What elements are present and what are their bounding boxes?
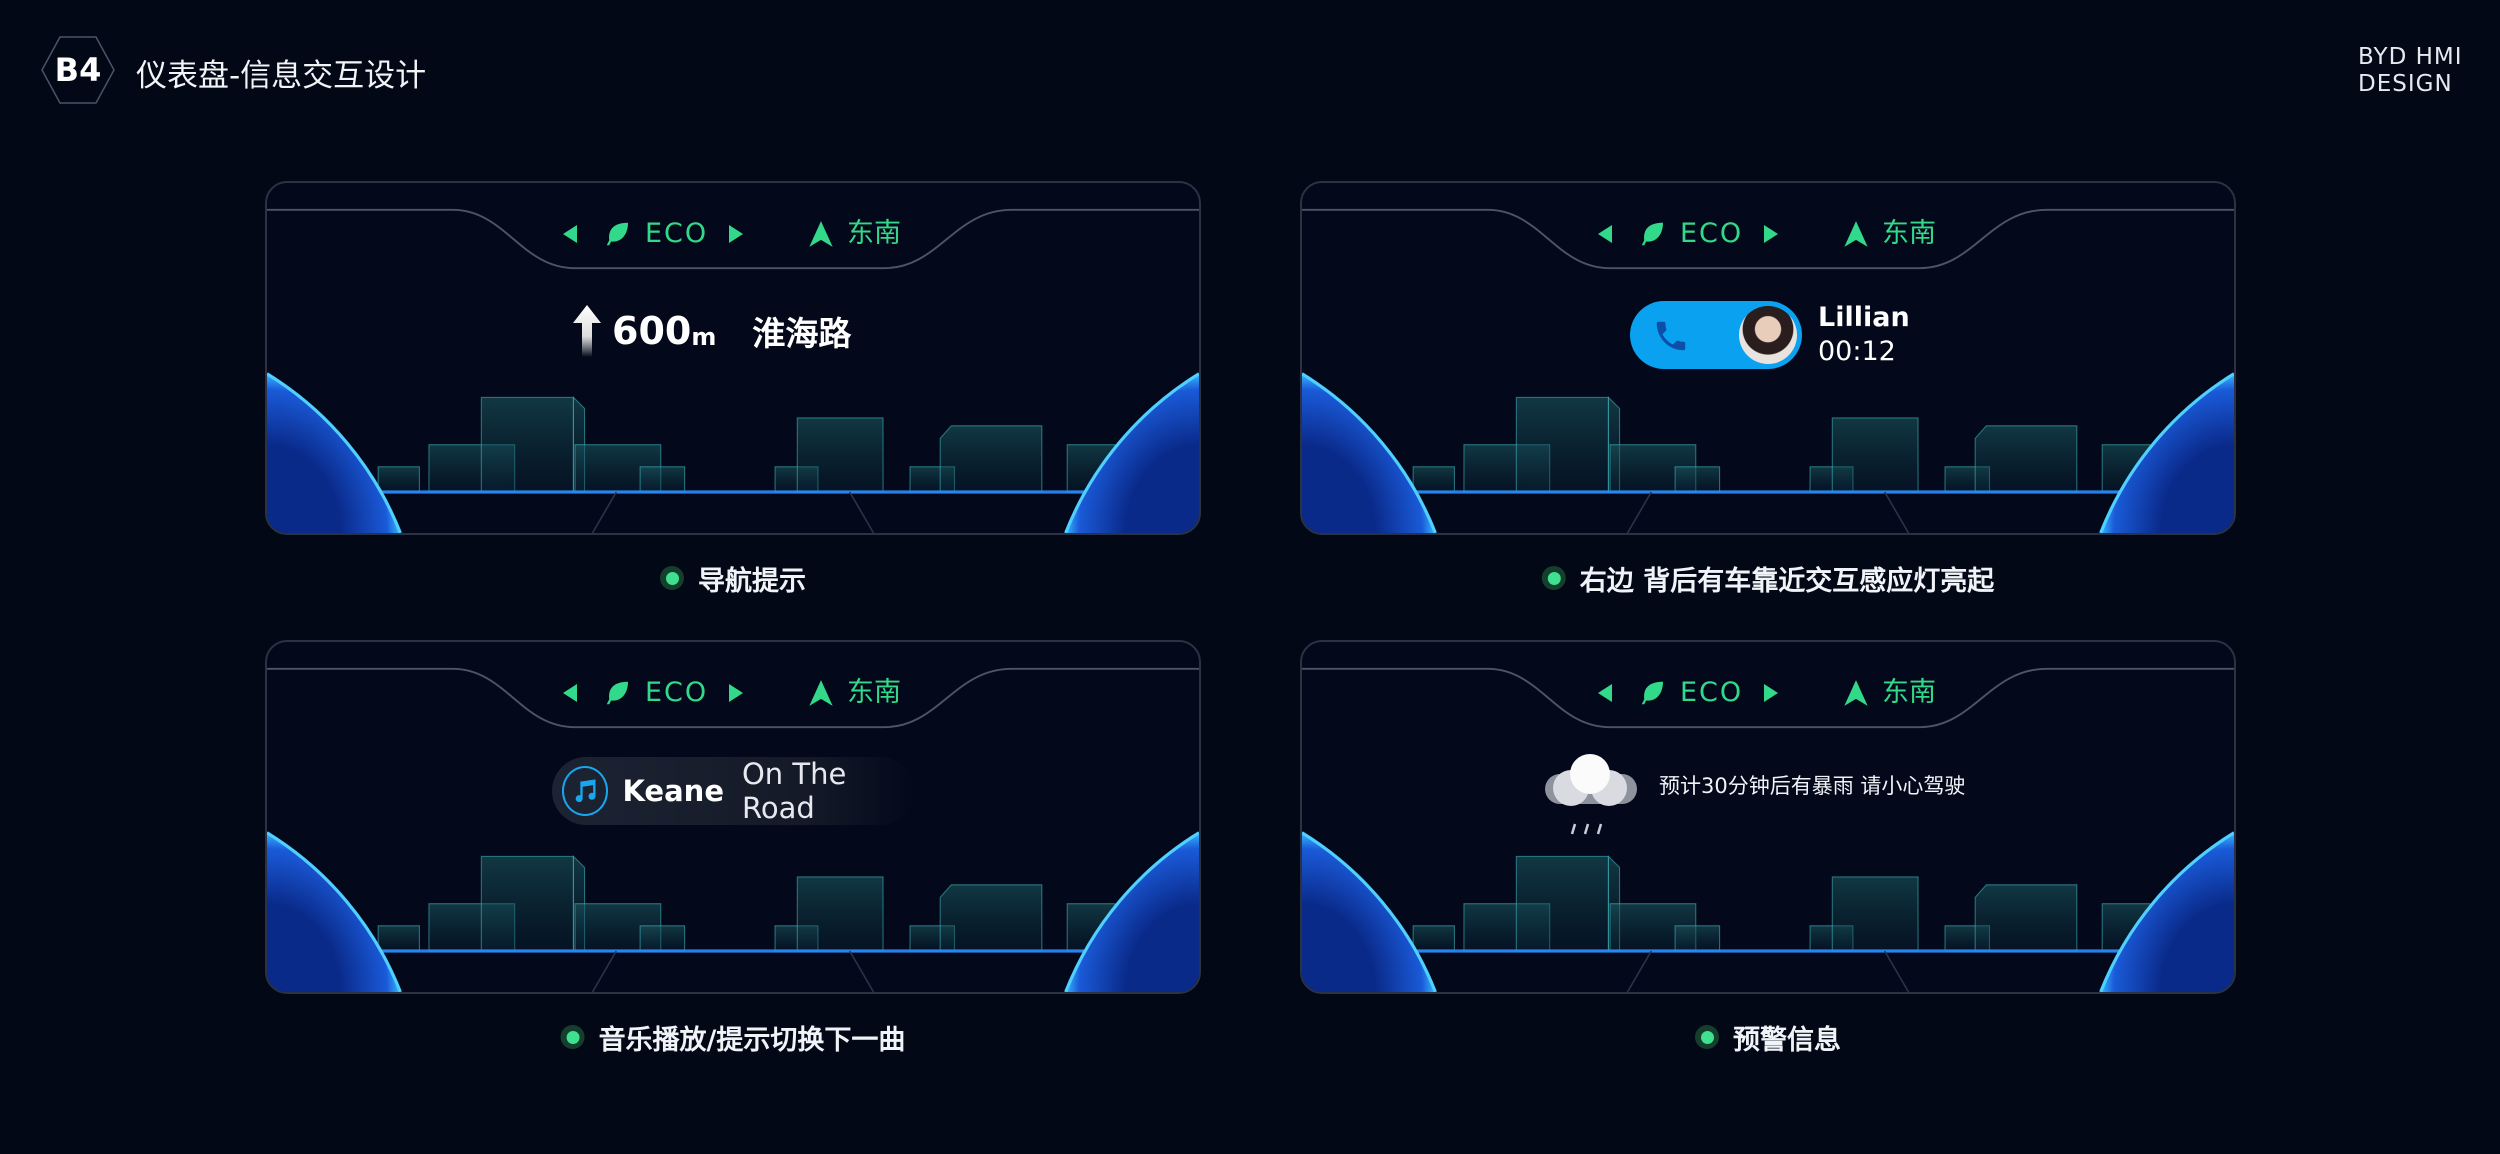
cluster-scene xyxy=(267,208,1199,533)
triangle-left-icon[interactable] xyxy=(563,225,577,243)
left-dial xyxy=(1302,832,1436,992)
drive-mode: ECO xyxy=(1680,218,1744,249)
call-pill[interactable] xyxy=(1630,301,1802,369)
bullet-dot xyxy=(1541,566,1566,590)
badge-label: B4 xyxy=(54,51,102,89)
triangle-right-icon[interactable] xyxy=(729,684,743,702)
drive-mode: ECO xyxy=(645,677,709,708)
caption-text: 右边 背后有车靠近交互感应灯亮起 xyxy=(1579,565,1995,597)
nav-distance: 600 xyxy=(612,309,692,353)
nav-unit: m xyxy=(691,323,717,351)
city-buildings xyxy=(377,396,1116,493)
status-header: ECO 东南 xyxy=(1302,217,2234,251)
status-header: ECO 东南 xyxy=(1302,676,2234,710)
caller-avatar xyxy=(1739,306,1797,364)
call-duration: 00:12 xyxy=(1818,336,1896,367)
music-artist: Keane xyxy=(622,774,724,808)
hexagon-icon xyxy=(41,36,115,104)
leaf-icon xyxy=(606,222,628,246)
music-song: On The Road xyxy=(741,757,847,825)
bullet-dot xyxy=(560,1025,585,1049)
cluster-panel-music: ECO 东南 Keane On The Road xyxy=(265,640,1201,994)
caption-text: 音乐播放/提示切换下一曲 xyxy=(598,1024,906,1056)
music-note-icon xyxy=(562,766,609,816)
rain-cloud-icon xyxy=(1545,754,1637,835)
navigation-arrow-icon xyxy=(809,680,833,706)
music-pill[interactable]: Keane On The Road xyxy=(552,757,914,825)
cluster-panel-alert: ECO 东南 预计30分钟后有暴雨 请小心驾驶 xyxy=(1300,640,2236,994)
compass-direction: 东南 xyxy=(847,218,901,249)
section-badge: B4 xyxy=(40,35,116,105)
bullet-dot xyxy=(660,566,684,590)
compass-direction: 东南 xyxy=(847,677,901,708)
drive-mode: ECO xyxy=(1680,677,1744,708)
triangle-right-icon[interactable] xyxy=(1764,225,1778,243)
cluster-scene xyxy=(1302,208,2234,533)
phone-icon xyxy=(1656,321,1686,351)
bullet-dot xyxy=(1695,1025,1719,1049)
triangle-left-icon[interactable] xyxy=(1598,684,1612,702)
status-header: ECO 东南 xyxy=(267,676,1199,710)
leaf-icon xyxy=(1641,222,1663,246)
city-buildings xyxy=(1412,396,2151,493)
triangle-right-icon[interactable] xyxy=(1764,684,1778,702)
triangle-right-icon[interactable] xyxy=(729,225,743,243)
nav-road: 淮海路 xyxy=(752,314,852,353)
brand-logo: BYD HMI DESIGN xyxy=(2358,44,2463,98)
triangle-left-icon[interactable] xyxy=(1598,225,1612,243)
triangle-left-icon[interactable] xyxy=(563,684,577,702)
drive-mode: ECO xyxy=(645,218,709,249)
city-buildings xyxy=(1412,855,2151,952)
city-buildings xyxy=(377,855,1116,952)
caption-navigation: 导航提示 xyxy=(660,558,806,598)
caption-text: 导航提示 xyxy=(698,565,806,597)
left-dial xyxy=(1302,373,1436,533)
left-dial xyxy=(267,832,401,992)
cluster-scene xyxy=(1302,667,2234,992)
compass-direction: 东南 xyxy=(1882,677,1936,708)
caption-alert: 预警信息 xyxy=(1695,1017,1841,1057)
brand-line2: DESIGN xyxy=(2358,71,2453,97)
arrow-up-icon xyxy=(573,305,601,357)
left-dial xyxy=(267,373,401,533)
caption-call: 右边 背后有车靠近交互感应灯亮起 xyxy=(1541,558,1995,598)
alert-text: 预计30分钟后有暴雨 请小心驾驶 xyxy=(1659,774,1966,798)
navigation-arrow-icon xyxy=(1844,221,1868,247)
navigation-arrow-icon xyxy=(1844,680,1868,706)
caption-music: 音乐播放/提示切换下一曲 xyxy=(560,1017,906,1057)
navigation-prompt: 600 m 淮海路 xyxy=(572,301,851,361)
brand-line1: BYD HMI xyxy=(2358,44,2463,70)
leaf-icon xyxy=(606,681,628,705)
cluster-panel-navigation: ECO 东南 600 m 淮海路 xyxy=(265,181,1201,535)
caller-name: Lillian xyxy=(1818,302,1910,333)
page-title: 仪表盘-信息交互设计 xyxy=(136,58,427,94)
cluster-panel-call: ECO 东南 Lillian 00:12 xyxy=(1300,181,2236,535)
compass-direction: 东南 xyxy=(1882,218,1936,249)
navigation-arrow-icon xyxy=(809,221,833,247)
leaf-icon xyxy=(1641,681,1663,705)
caption-text: 预警信息 xyxy=(1733,1024,1841,1056)
status-header: ECO 东南 xyxy=(267,217,1199,251)
caller-info: Lillian 00:12 xyxy=(1818,301,1910,369)
cluster-scene xyxy=(267,667,1199,992)
